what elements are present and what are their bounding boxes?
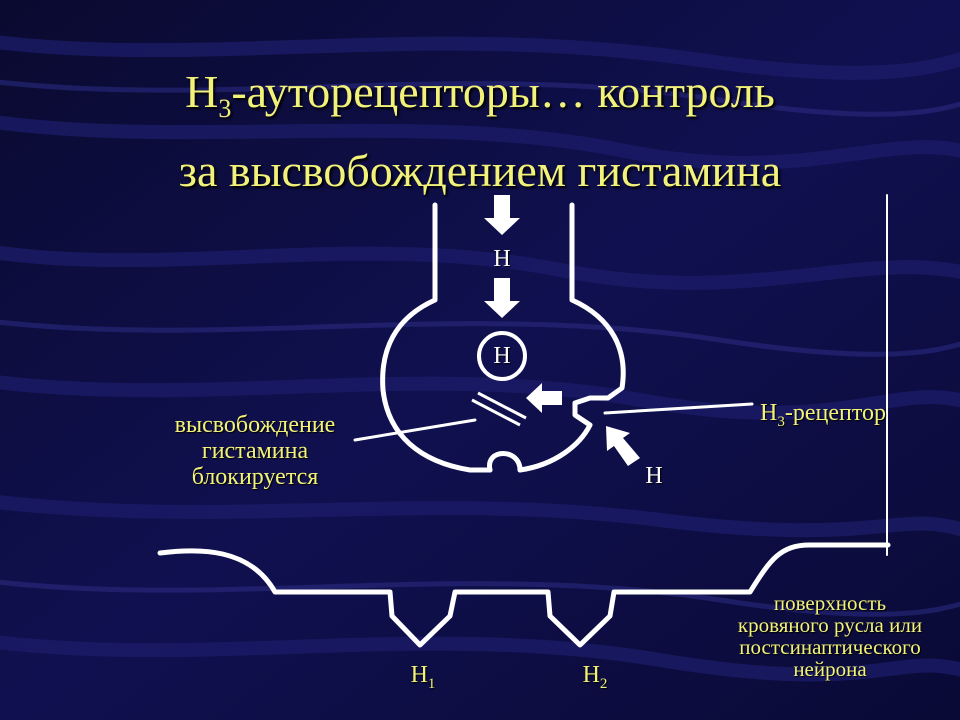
h1-h: H [410,662,428,688]
release-line-3: блокируется [191,464,319,490]
release-site [487,451,523,473]
blocked-release-mark [477,391,527,420]
surface-line-2: кровяного русла или [737,613,923,637]
nerve-terminal-outline [380,202,493,473]
label-h-top: H [493,246,511,272]
surface-line-1: поверхность [773,591,887,615]
title-h-subscript: 3 [218,94,232,124]
label-h1-receptor: H1 [398,662,448,697]
postsynaptic-surface [157,542,891,648]
label-h-vesicle: H [493,343,511,369]
arrow-down-middle-icon [484,278,520,318]
release-leader-line [353,418,477,442]
title-line-2: за высвобождением гистамина [178,145,782,196]
receptor-leader-line [603,402,754,415]
label-h2-receptor: H2 [570,662,620,697]
arrow-down-top-icon [484,195,520,235]
h2-h: H [582,662,600,688]
label-release-blocked: высвобождение гистамина блокируется [140,412,370,490]
label-surface: поверхность кровяного русла или постсина… [705,592,955,680]
title-line-1: H3-ауторецепторы… контроль [0,66,960,135]
surface-line-3: постсинаптического [739,635,921,659]
blocked-release-mark [471,398,521,427]
label-h3-receptor: H3-рецептор [760,400,940,435]
h3-receptor-h: H [760,400,778,426]
title-line-1-rest: -ауторецепторы… контроль [231,66,775,117]
h1-subscript: 1 [427,675,436,692]
release-line-2: гистамина [201,438,309,464]
nerve-terminal-outline-right [517,202,626,473]
arrow-up-left-icon [606,426,640,466]
h3-receptor-subscript: 3 [777,413,785,430]
vesicle [477,331,527,381]
h3-receptor-rest: -рецептор [784,400,886,426]
title-h: H [185,66,219,117]
surface-line-4: нейрона [793,657,867,681]
release-line-1: высвобождение [174,412,336,438]
h2-subscript: 2 [599,675,608,692]
arrow-left-icon [526,383,562,413]
label-h-right: H [645,463,663,489]
